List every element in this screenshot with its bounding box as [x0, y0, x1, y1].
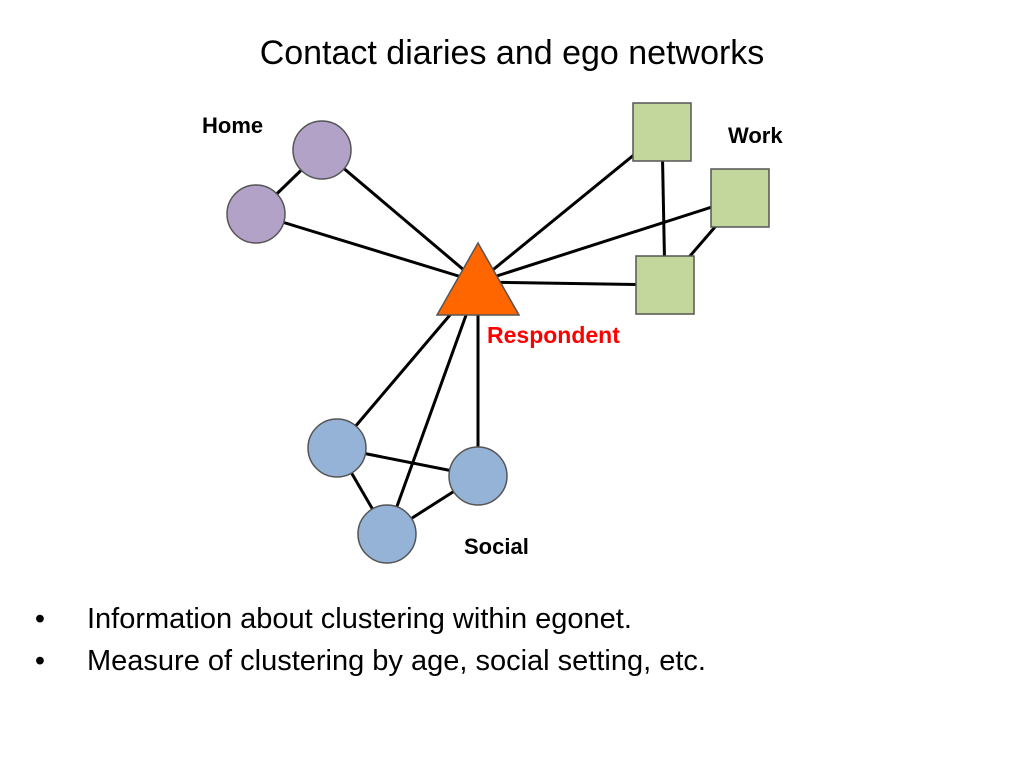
work-node [635, 255, 695, 315]
respondent-triangle [435, 241, 521, 316]
edge-ego-work3 [477, 280, 666, 287]
work-label: Work [728, 123, 783, 148]
respondent-label: Respondent [487, 322, 620, 348]
slide-title: Contact diaries and ego networks [259, 34, 765, 72]
work-node [632, 102, 692, 162]
bullet-dot: • [34, 603, 46, 635]
edge-ego-work2 [477, 196, 741, 284]
edge-ego-home2 [255, 212, 479, 284]
social-node [307, 418, 367, 478]
bullet-text: Measure of clustering by age, social set… [87, 645, 706, 677]
home-node [226, 184, 286, 244]
bullet-text: Information about clustering within egon… [87, 603, 632, 635]
bullet-list: • Information about clustering within ego… [30, 598, 706, 682]
home-label: Home [202, 113, 263, 138]
bullet-item: • Measure of clustering by age, social se… [30, 640, 706, 682]
work-node [710, 168, 770, 228]
bullet-dot: • [34, 645, 46, 677]
bullet-item: • Information about clustering within ego… [30, 598, 706, 640]
edge-ego-social3 [385, 281, 480, 535]
edge-ego-home1 [321, 148, 479, 284]
edge-ego-work1 [477, 130, 663, 284]
home-node [292, 120, 352, 180]
social-node [357, 504, 417, 564]
social-node [448, 446, 508, 506]
social-label: Social [464, 534, 529, 559]
